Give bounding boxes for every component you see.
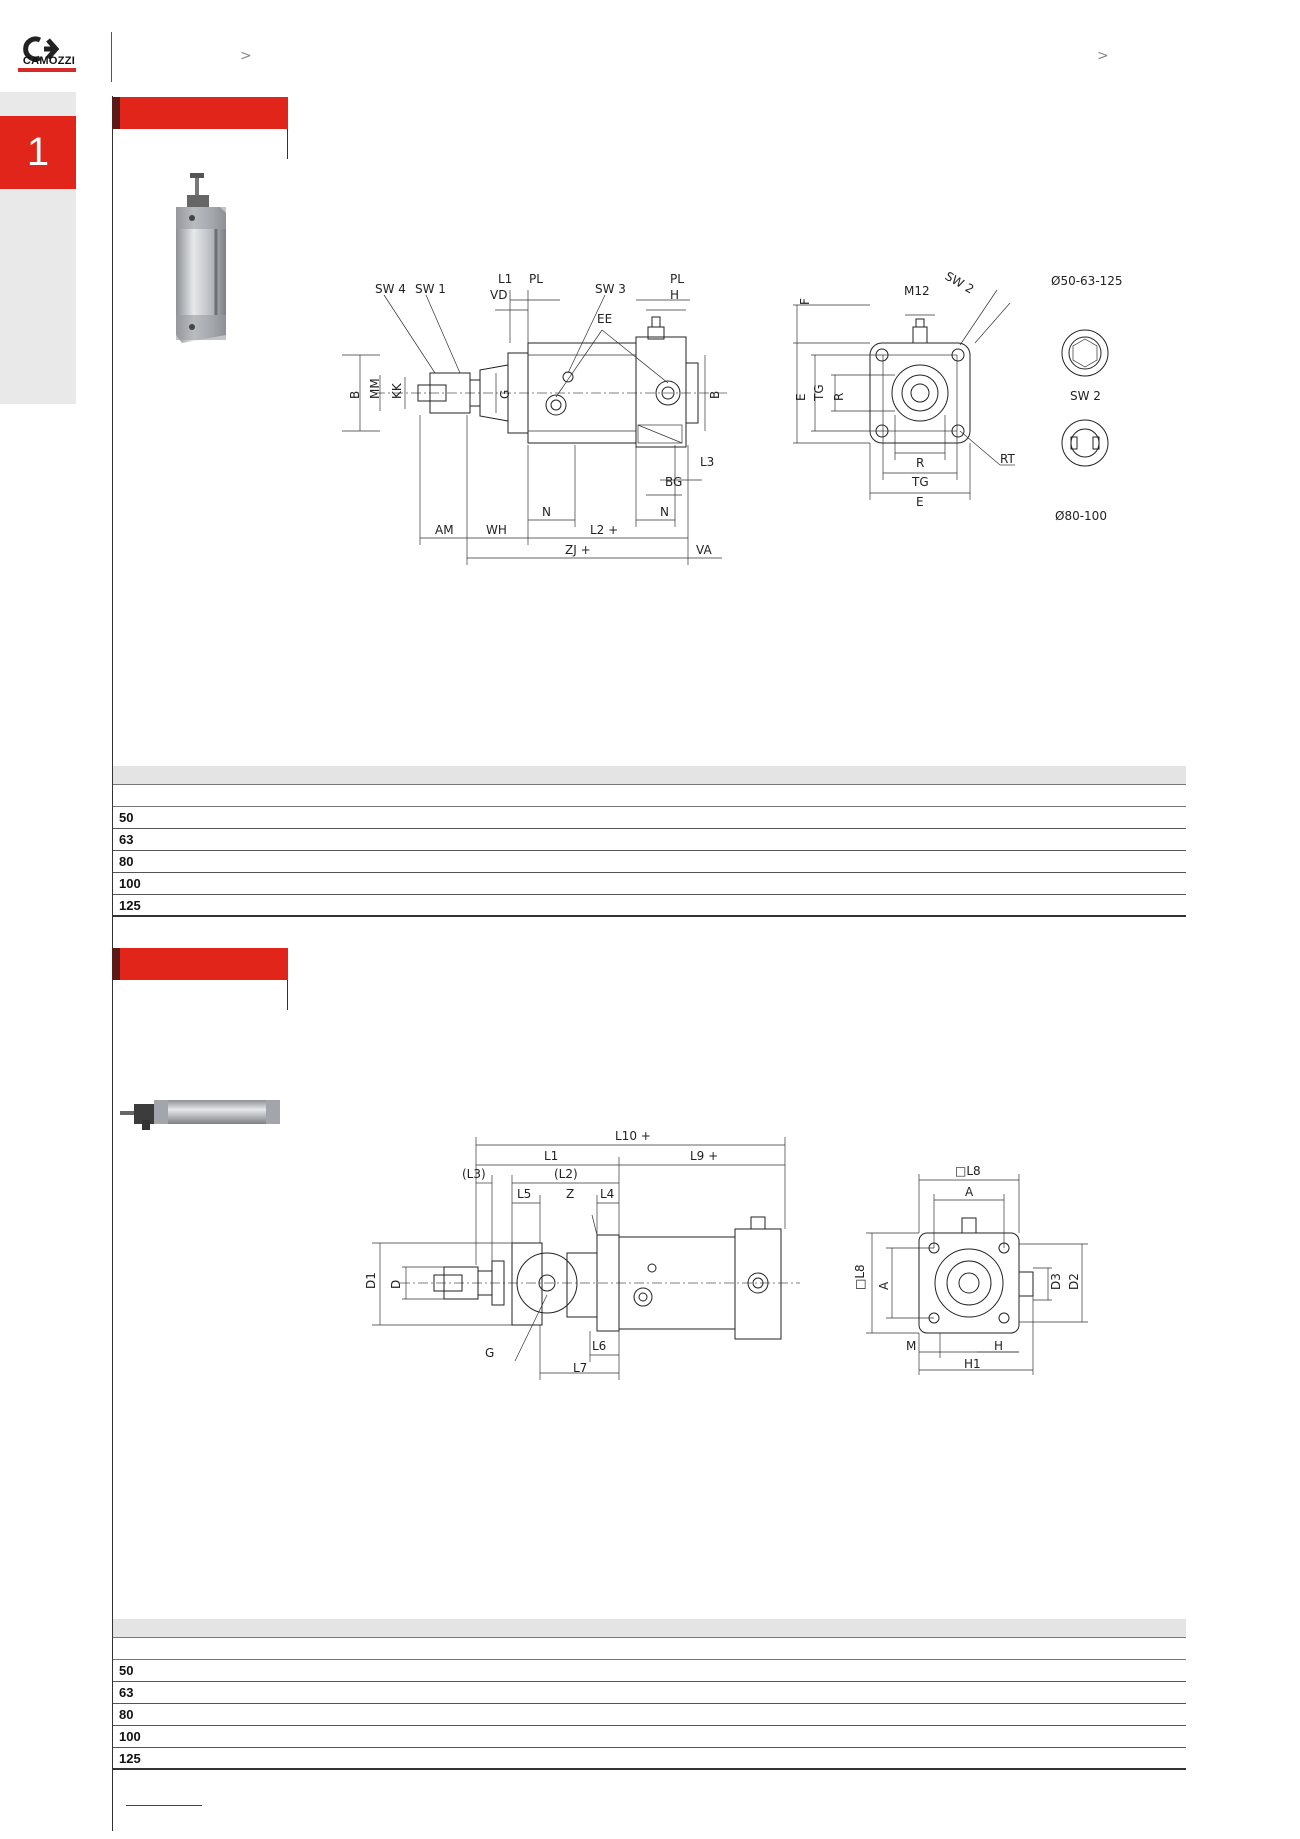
- label-d: D: [389, 1280, 403, 1289]
- logo-underline: [18, 68, 76, 72]
- table-row: 80: [113, 1704, 1186, 1726]
- table-row: 125: [113, 895, 1186, 917]
- label-sw4: SW 4: [375, 282, 406, 296]
- label-d2: D2: [1067, 1273, 1081, 1290]
- table-subheader-row: [113, 785, 1186, 807]
- label-wh: WH: [486, 523, 507, 537]
- label-ee: EE: [597, 312, 612, 326]
- label-l3: (L3): [462, 1167, 486, 1181]
- breadcrumb-chevron-icon: >: [240, 48, 252, 64]
- label-b-left: B: [348, 391, 362, 399]
- label-l5: L5: [517, 1187, 531, 1201]
- cylinder-with-clamp-photo: [120, 1100, 280, 1130]
- logo-text: CAMOZZI: [22, 55, 76, 67]
- table-row: 50: [113, 1660, 1186, 1682]
- label-kk: KK: [390, 382, 404, 399]
- label-sw2: SW 2: [943, 269, 977, 297]
- label-f: F: [798, 298, 812, 305]
- label-l2: L2 +: [590, 523, 618, 537]
- label-l6: L6: [592, 1339, 606, 1353]
- cylinder-clamp-side-view-drawing: L10 + L1 L9 + (L3) (L2) L5 Z L4 D1 D G L…: [364, 1129, 800, 1380]
- cylinder-front-view-drawing: F M12 SW 2 E TG R R TG E RT Ø50-63-125 S…: [793, 269, 1123, 523]
- section-2-header-bar: [112, 948, 288, 980]
- section-2-header-rule: [287, 980, 288, 1010]
- cylinder-product-photo: [176, 173, 226, 343]
- label-am: AM: [435, 523, 454, 537]
- table-row: 100: [113, 1726, 1186, 1748]
- label-l9: L9 +: [690, 1149, 718, 1163]
- label-bg: BG: [665, 475, 682, 489]
- label-rt: RT: [1000, 452, 1015, 466]
- label-zj: ZJ +: [565, 543, 591, 557]
- dimensions-table-1: 50 63 80 100 125: [113, 766, 1186, 917]
- label-diameter-50-63-125: Ø50-63-125: [1051, 274, 1123, 288]
- table-subheader-row: [113, 1638, 1186, 1660]
- label-h1: H1: [964, 1357, 981, 1371]
- label-l1: L1: [498, 272, 512, 286]
- label-va: VA: [696, 543, 712, 557]
- dimensions-table-2: 50 63 80 100 125: [113, 1619, 1186, 1770]
- label-sw3: SW 3: [595, 282, 626, 296]
- label-d1: D1: [364, 1272, 378, 1289]
- label-m: M: [906, 1339, 916, 1353]
- table-header-row: [113, 1619, 1186, 1638]
- label-n-right: N: [660, 505, 669, 519]
- label-l1: L1: [544, 1149, 558, 1163]
- label-e-left: E: [794, 393, 808, 401]
- table-row: 125: [113, 1748, 1186, 1770]
- header-divider: [111, 32, 112, 82]
- section-1-header-bar: [112, 97, 288, 129]
- label-m12: M12: [904, 284, 930, 298]
- label-sw2-ring: SW 2: [1070, 389, 1101, 403]
- label-tg-left: TG: [812, 384, 826, 402]
- label-mm: MM: [368, 378, 382, 399]
- label-l8-left: □L8: [853, 1264, 867, 1290]
- label-d3: D3: [1049, 1273, 1063, 1290]
- label-g: G: [498, 390, 512, 399]
- label-l2: (L2): [554, 1167, 578, 1181]
- label-sw1: SW 1: [415, 282, 446, 296]
- table-row: 80: [113, 851, 1186, 873]
- label-g: G: [485, 1346, 494, 1360]
- label-h: H: [994, 1339, 1003, 1353]
- label-pl-right: PL: [670, 272, 684, 286]
- table-row: 100: [113, 873, 1186, 895]
- footer-rule: [126, 1805, 202, 1806]
- label-h: H: [670, 288, 679, 302]
- label-a-top: A: [965, 1185, 974, 1199]
- table-row: 63: [113, 829, 1186, 851]
- camozzi-logo: [23, 36, 60, 62]
- label-l4: L4: [600, 1187, 614, 1201]
- label-l8-top: □L8: [955, 1164, 981, 1178]
- label-a-left: A: [877, 1281, 891, 1290]
- section-1-header-rule: [287, 129, 288, 159]
- label-r-bottom: R: [916, 456, 924, 470]
- label-l7: L7: [573, 1361, 587, 1375]
- cylinder-clamp-front-view-drawing: □L8 A □L8 A D3 D2 M H H1: [853, 1164, 1088, 1375]
- label-vd: VD: [490, 288, 507, 302]
- cylinder-side-view-drawing: SW 4 SW 1 L1 PL VD SW 3 PL H EE B MM KK …: [342, 272, 730, 565]
- label-l10: L10 +: [615, 1129, 651, 1143]
- label-n-left: N: [542, 505, 551, 519]
- label-l3: L3: [700, 455, 714, 469]
- breadcrumb-chevron-icon: >: [1097, 48, 1109, 64]
- table-row: 63: [113, 1682, 1186, 1704]
- label-e-bottom: E: [916, 495, 924, 509]
- label-b-right: B: [708, 391, 722, 399]
- label-tg-bottom: TG: [911, 475, 929, 489]
- table-row: 50: [113, 807, 1186, 829]
- label-r-left: R: [832, 393, 846, 401]
- label-diameter-80-100: Ø80-100: [1055, 509, 1107, 523]
- label-pl-top: PL: [529, 272, 543, 286]
- chapter-number-tab[interactable]: 1: [0, 116, 76, 189]
- table-header-row: [113, 766, 1186, 785]
- label-z: Z: [566, 1187, 574, 1201]
